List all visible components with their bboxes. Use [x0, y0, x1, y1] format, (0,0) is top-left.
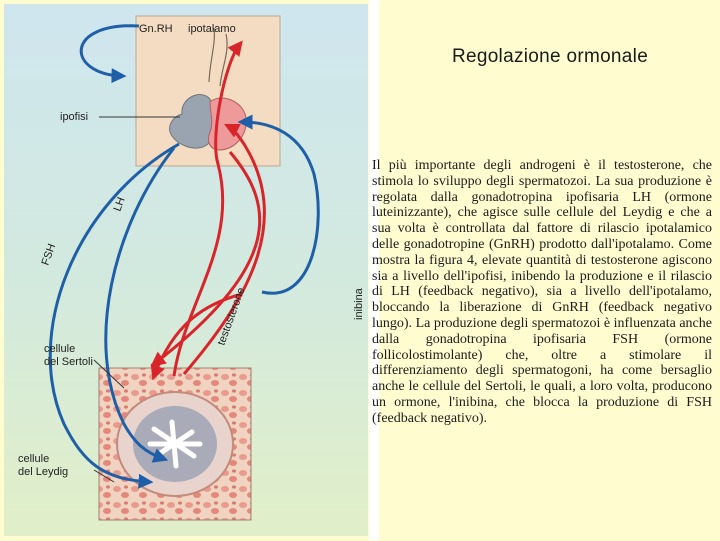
slide-title: Regolazione ormonale	[451, 46, 649, 67]
figure-divider	[369, 0, 379, 540]
fsh-arrow	[48, 142, 180, 489]
label-ipotalamo: ipotalamo	[188, 23, 236, 35]
label-sertoli-line1: cellule	[44, 343, 75, 355]
hormone-regulation-figure: Gn.RH ipotalamo ipofisi LH FSH testoster…	[4, 4, 368, 536]
gnrh-arrow	[79, 24, 140, 84]
label-fsh: FSH	[40, 242, 59, 267]
spermatozoa	[147, 419, 203, 469]
leydig-pointer	[93, 469, 115, 483]
pituitary-stalk	[208, 27, 228, 87]
label-lh: LH	[112, 196, 128, 213]
label-inibina: inibina	[353, 287, 365, 320]
inhibin-arrow	[237, 114, 320, 295]
label-gnrh: Gn.RH	[139, 23, 173, 35]
sertoli-pointer	[93, 359, 125, 389]
posterior-pituitary	[169, 94, 215, 149]
body-paragraph: Il più importante degli androgeni è il t…	[372, 158, 712, 426]
hormone-diagram: Gn.RH ipotalamo ipofisi LH FSH testoster…	[18, 15, 365, 521]
label-leydig-line2: del Leydig	[18, 466, 68, 478]
label-leydig-line1: cellule	[18, 453, 49, 465]
lh-arrow	[104, 147, 176, 463]
label-testosterone: testosterone	[216, 286, 248, 347]
testosterone-pituitary-arrow	[182, 123, 266, 375]
red-arrow-to-testis	[150, 292, 243, 381]
label-sertoli-line2: del Sertoli	[44, 356, 93, 368]
label-ipofisi: ipofisi	[60, 111, 88, 123]
lh-red-arrow	[150, 151, 262, 367]
